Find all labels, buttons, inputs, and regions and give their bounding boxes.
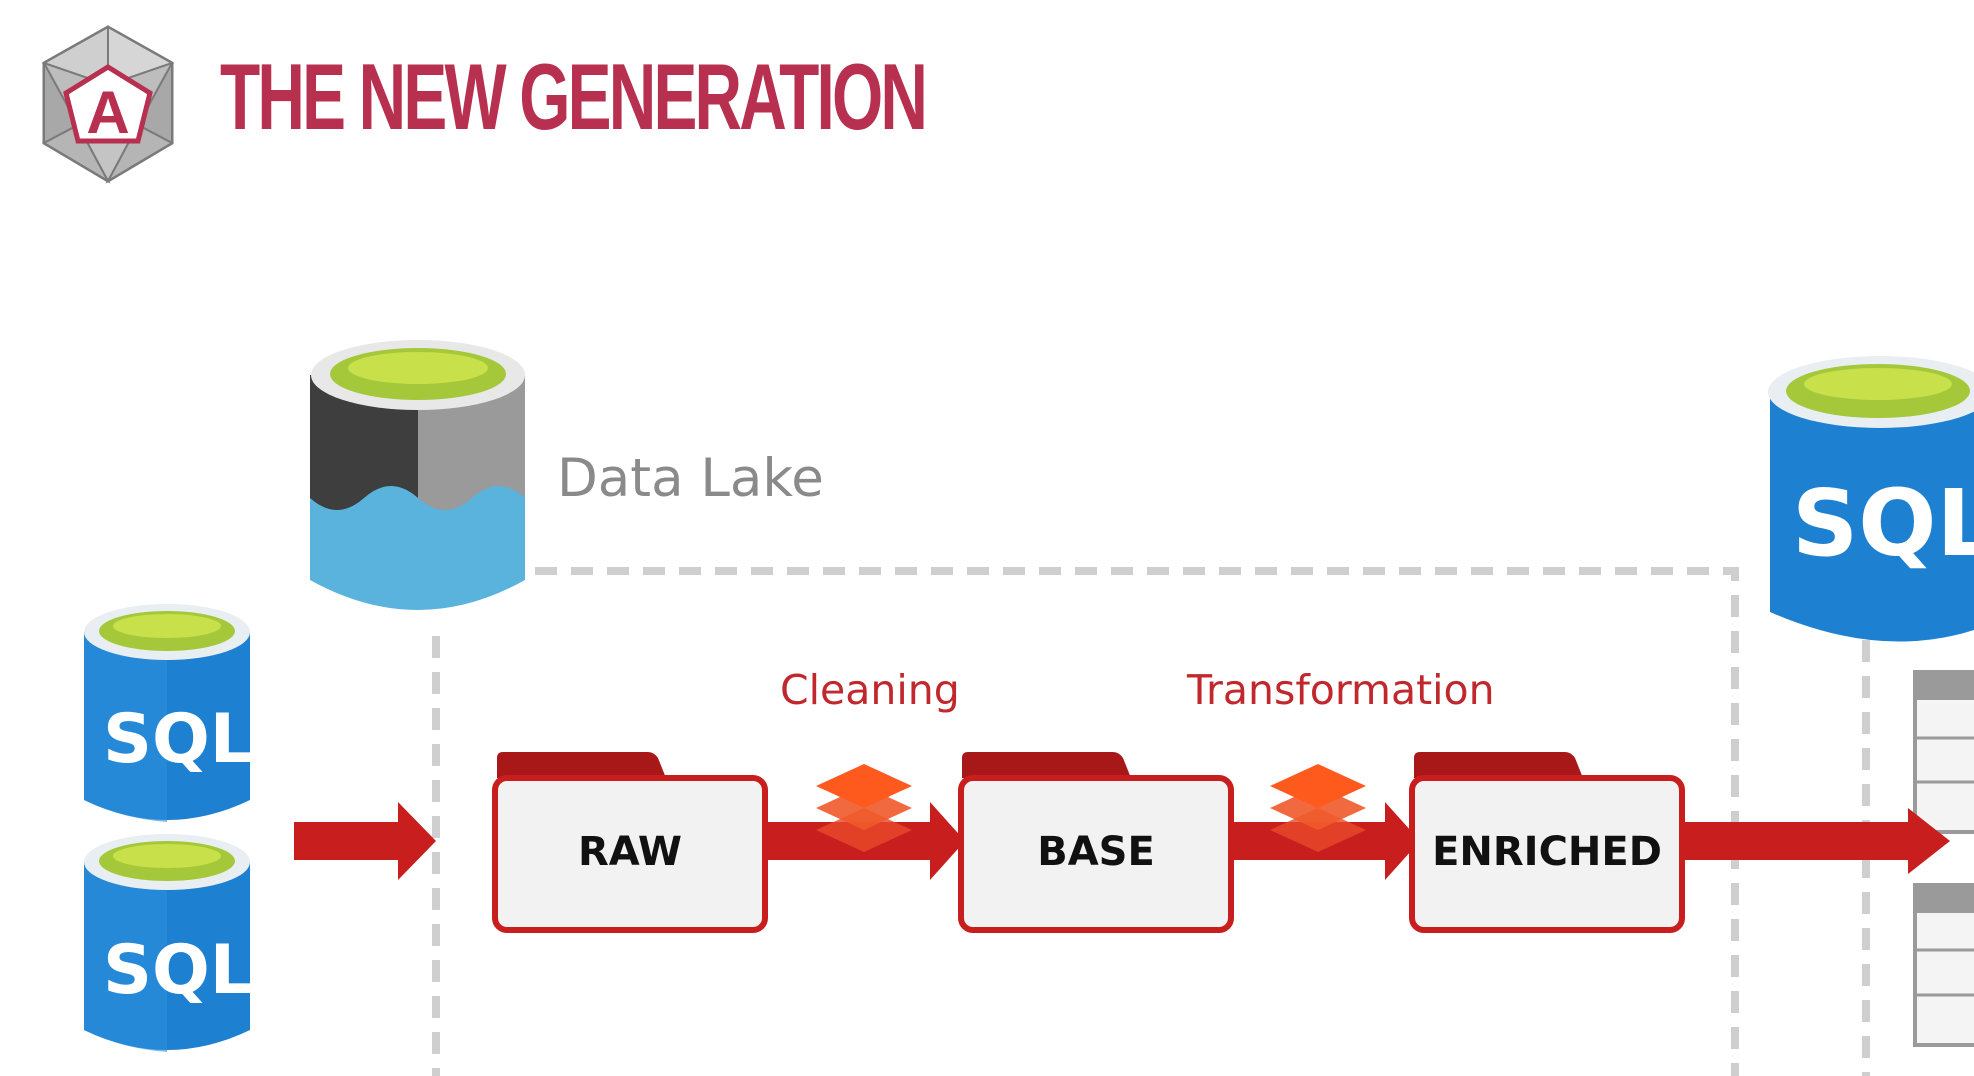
sql-database-icon-top xyxy=(84,604,250,822)
sql-database-icon-right xyxy=(1768,356,1974,642)
table-icon-top xyxy=(1913,670,1974,834)
layers-icon-cleaning xyxy=(816,764,912,852)
arrow-ingest-shaft xyxy=(294,822,404,860)
layers-icon-transformation xyxy=(1270,764,1366,852)
sql-label-left-top: SQL xyxy=(103,700,254,779)
raw-folder-label: RAW xyxy=(577,829,683,875)
data-lake-label: Data Lake xyxy=(557,448,824,509)
data-lake-icon xyxy=(310,340,525,610)
folder-base xyxy=(958,752,1234,933)
arrow-ingest-head xyxy=(398,802,436,880)
logo-icon: A xyxy=(41,25,175,184)
enriched-folder-label: ENRICHED xyxy=(1432,829,1662,875)
folder-raw xyxy=(492,752,768,933)
table-icon-bottom xyxy=(1913,883,1974,1047)
arrow-clean-head xyxy=(930,802,965,880)
sql-label-right: SQL xyxy=(1792,470,1974,577)
arrow-output-head xyxy=(1908,808,1950,874)
arrow-output-shaft xyxy=(1683,822,1913,860)
sql-database-icon-bottom xyxy=(84,834,250,1052)
folder-enriched xyxy=(1409,752,1685,933)
page-title: THE NEW GENERATION xyxy=(220,44,928,149)
logo-letter: A xyxy=(86,79,129,146)
cleaning-label: Cleaning xyxy=(780,666,960,714)
arrow-transform-head xyxy=(1385,802,1420,880)
base-folder-label: BASE xyxy=(1037,829,1155,875)
data-lake-boundary-top xyxy=(535,567,1739,1076)
sql-label-left-bottom: SQL xyxy=(103,931,254,1010)
transformation-label: Transformation xyxy=(1187,666,1495,714)
